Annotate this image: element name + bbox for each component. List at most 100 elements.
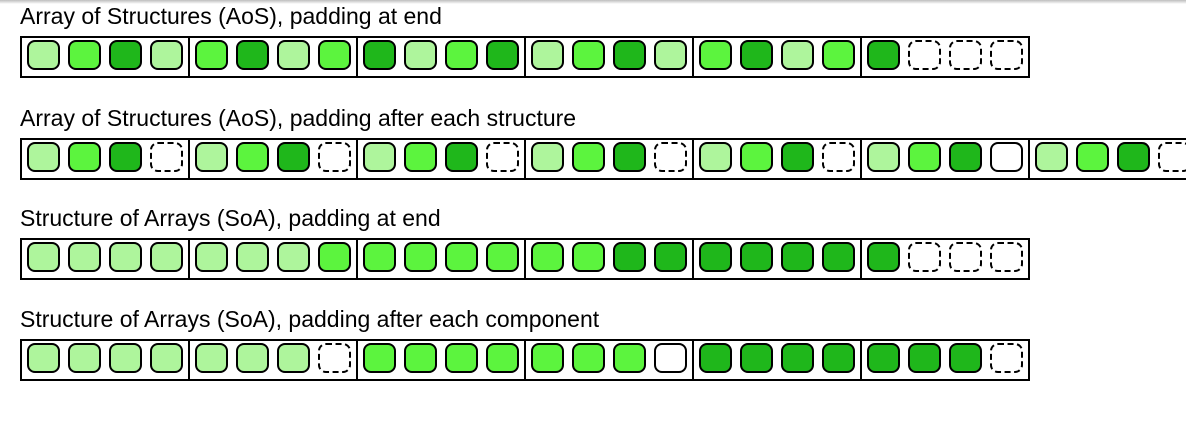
mid-component-cell bbox=[572, 40, 605, 70]
mid-component-cell bbox=[236, 142, 269, 172]
soa-padding-after-each-component-row: Structure of Arrays (SoA), padding after… bbox=[20, 305, 1030, 381]
memory-strip bbox=[20, 339, 1030, 381]
memory-block bbox=[188, 36, 358, 78]
mid-component-cell bbox=[740, 142, 773, 172]
mid-component-cell bbox=[486, 343, 519, 373]
padding-cell bbox=[1158, 142, 1186, 172]
dark-component-cell bbox=[949, 142, 982, 172]
memory-block bbox=[188, 238, 358, 280]
padding-cell bbox=[486, 142, 519, 172]
dark-component-cell bbox=[109, 40, 142, 70]
light-component-cell bbox=[236, 343, 269, 373]
light-component-cell bbox=[195, 242, 228, 272]
light-component-cell bbox=[277, 242, 310, 272]
light-component-cell bbox=[277, 40, 310, 70]
memory-block bbox=[524, 339, 694, 381]
aos-padding-at-end-row: Array of Structures (AoS), padding at en… bbox=[20, 2, 1030, 78]
mid-component-cell bbox=[404, 242, 437, 272]
mid-component-cell bbox=[445, 40, 478, 70]
padding-cell bbox=[150, 142, 183, 172]
dark-component-cell bbox=[949, 343, 982, 373]
memory-block bbox=[860, 339, 1030, 381]
memory-block bbox=[524, 138, 694, 180]
mid-component-cell bbox=[68, 142, 101, 172]
memory-block bbox=[860, 238, 1030, 280]
mid-component-cell bbox=[195, 40, 228, 70]
light-component-cell bbox=[699, 142, 732, 172]
light-component-cell bbox=[781, 40, 814, 70]
dark-component-cell bbox=[822, 242, 855, 272]
padding-cell bbox=[318, 343, 351, 373]
mid-component-cell bbox=[445, 343, 478, 373]
mid-component-cell bbox=[613, 343, 646, 373]
mid-component-cell bbox=[363, 343, 396, 373]
dark-component-cell bbox=[908, 343, 941, 373]
padding-cell bbox=[908, 40, 941, 70]
memory-strip bbox=[20, 36, 1030, 78]
light-component-cell bbox=[404, 40, 437, 70]
dark-component-cell bbox=[486, 40, 519, 70]
mid-component-cell bbox=[318, 242, 351, 272]
dark-component-cell bbox=[1117, 142, 1150, 172]
light-component-cell bbox=[531, 40, 564, 70]
memory-strip bbox=[20, 238, 1030, 280]
light-component-cell bbox=[68, 343, 101, 373]
memory-block bbox=[356, 36, 526, 78]
light-component-cell bbox=[109, 242, 142, 272]
dark-component-cell bbox=[654, 242, 687, 272]
dark-component-cell bbox=[740, 40, 773, 70]
dark-component-cell bbox=[109, 142, 142, 172]
mid-component-cell bbox=[699, 40, 732, 70]
light-component-cell bbox=[150, 343, 183, 373]
dark-component-cell bbox=[781, 242, 814, 272]
row-title: Array of Structures (AoS), padding at en… bbox=[20, 3, 442, 29]
dark-component-cell bbox=[740, 242, 773, 272]
memory-block bbox=[188, 138, 358, 180]
dark-component-cell bbox=[699, 343, 732, 373]
memory-block bbox=[20, 138, 190, 180]
light-component-cell bbox=[27, 142, 60, 172]
light-component-cell bbox=[867, 142, 900, 172]
dark-component-cell bbox=[613, 242, 646, 272]
dark-component-cell bbox=[781, 343, 814, 373]
soa-padding-at-end-row: Structure of Arrays (SoA), padding at en… bbox=[20, 204, 1030, 280]
light-component-cell bbox=[150, 242, 183, 272]
padding-cell bbox=[822, 142, 855, 172]
memory-block bbox=[692, 238, 862, 280]
dark-component-cell bbox=[867, 343, 900, 373]
light-component-cell bbox=[195, 142, 228, 172]
mid-component-cell bbox=[404, 142, 437, 172]
mid-component-cell bbox=[68, 40, 101, 70]
mid-component-cell bbox=[908, 142, 941, 172]
dark-component-cell bbox=[445, 142, 478, 172]
light-component-cell bbox=[27, 343, 60, 373]
mid-component-cell bbox=[318, 40, 351, 70]
mid-component-cell bbox=[404, 343, 437, 373]
mid-component-cell bbox=[363, 242, 396, 272]
memory-block bbox=[356, 238, 526, 280]
dark-component-cell bbox=[363, 40, 396, 70]
light-component-cell bbox=[27, 40, 60, 70]
mid-component-cell bbox=[486, 242, 519, 272]
dark-component-cell bbox=[781, 142, 814, 172]
mid-component-cell bbox=[572, 242, 605, 272]
dark-component-cell bbox=[236, 40, 269, 70]
mid-component-cell bbox=[572, 343, 605, 373]
dark-component-cell bbox=[699, 242, 732, 272]
dark-component-cell bbox=[867, 40, 900, 70]
padding-cell bbox=[990, 40, 1023, 70]
light-component-cell bbox=[277, 343, 310, 373]
light-component-cell bbox=[236, 242, 269, 272]
memory-block bbox=[524, 238, 694, 280]
memory-block bbox=[20, 238, 190, 280]
light-component-cell bbox=[150, 40, 183, 70]
light-component-cell bbox=[1035, 142, 1068, 172]
row-title: Array of Structures (AoS), padding after… bbox=[20, 105, 577, 131]
light-component-cell bbox=[27, 242, 60, 272]
light-component-cell bbox=[531, 142, 564, 172]
dark-component-cell bbox=[277, 142, 310, 172]
padding-cell bbox=[990, 242, 1023, 272]
mid-component-cell bbox=[531, 242, 564, 272]
light-component-cell bbox=[363, 142, 396, 172]
memory-block bbox=[692, 339, 862, 381]
